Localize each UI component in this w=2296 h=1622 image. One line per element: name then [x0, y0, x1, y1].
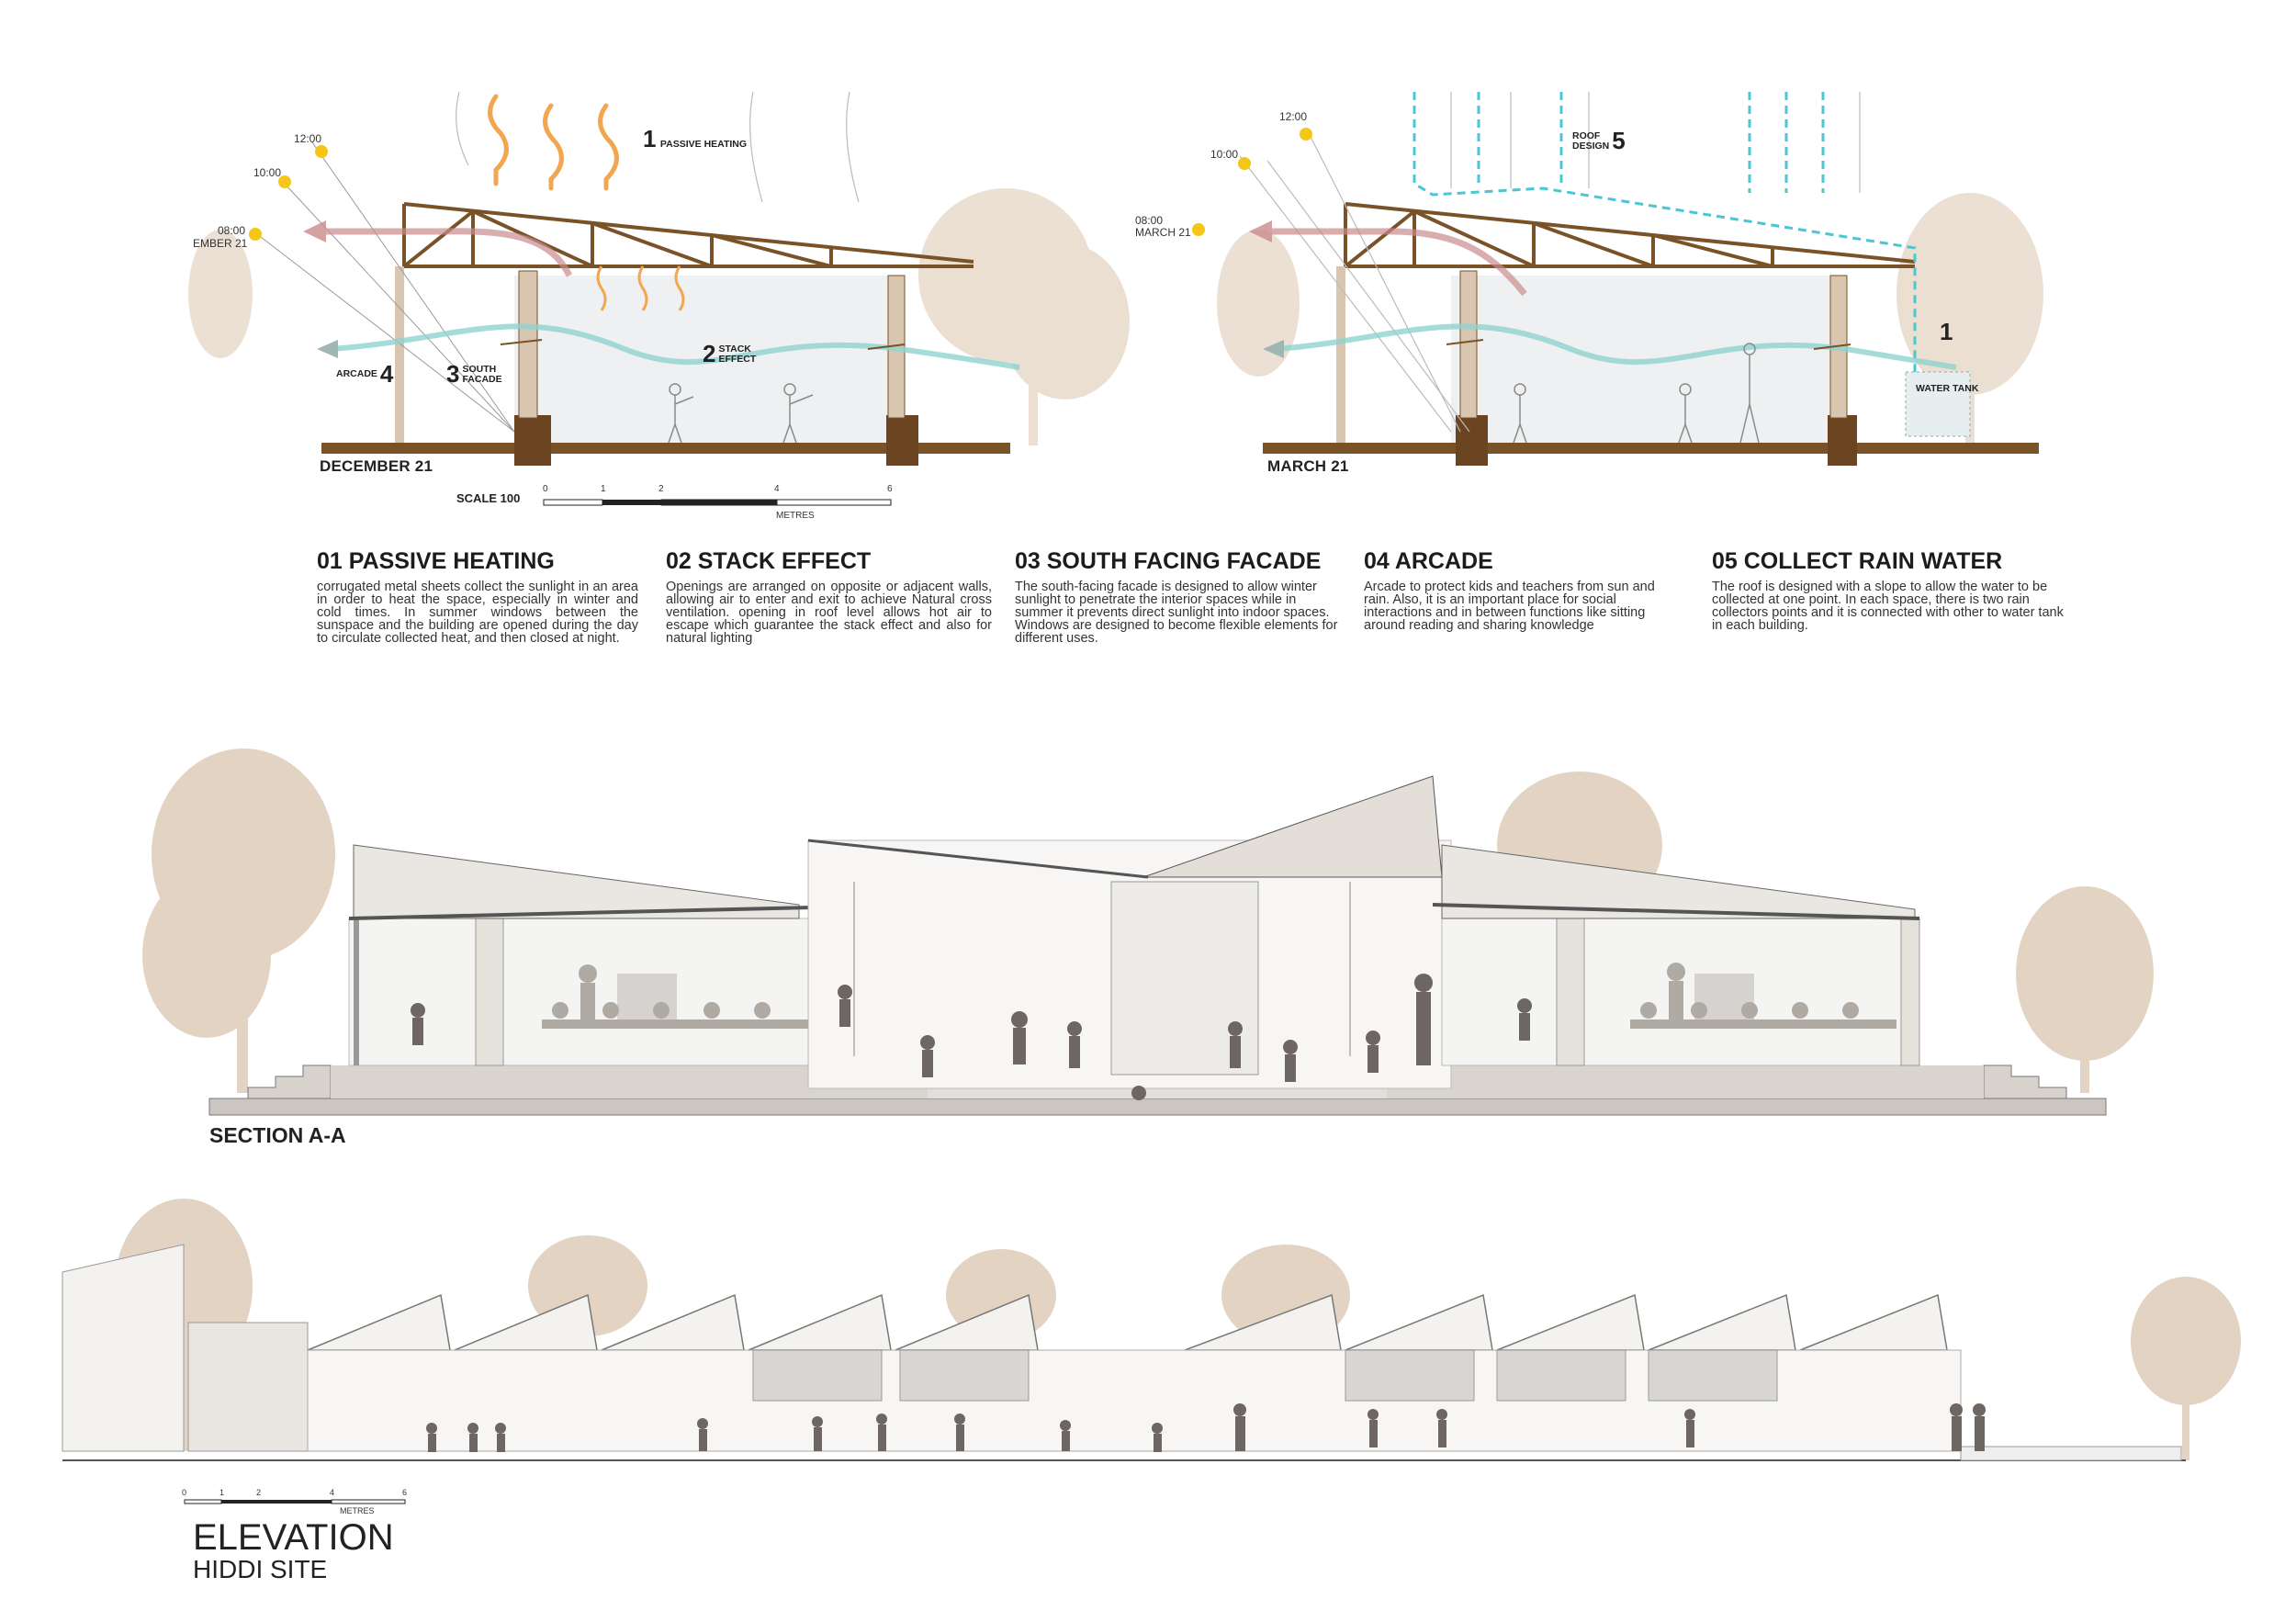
section-title: SECTION A-A [209, 1123, 346, 1147]
scale-tick: 6 [887, 484, 893, 494]
tree-background-icon [1217, 193, 2043, 445]
time-label: EMBER 21 [193, 237, 248, 250]
tree-background-icon [188, 188, 1130, 445]
elevation-title: ELEVATION [193, 1517, 394, 1558]
scale-tick: 1 [219, 1488, 225, 1497]
strategy-title: 01 PASSIVE HEATING [317, 548, 555, 574]
scale-tick: 0 [543, 484, 548, 494]
water-tank-label: WATER TANK [1916, 383, 1979, 394]
strategy-text: The south-facing facade is designed to a… [1015, 580, 1338, 646]
date-label: DECEMBER 21 [320, 457, 433, 475]
strategy-text: The roof is designed with a slope to all… [1712, 580, 2064, 633]
strategy-title: 03 SOUTH FACING FACADE [1015, 548, 1322, 574]
strategy-text: Arcade to protect kids and teachers from… [1364, 580, 1655, 633]
scale-label: SCALE 100 [456, 491, 521, 505]
time-label: 10:00 [253, 166, 282, 179]
strategy-title: 04 ARCADE [1364, 548, 1493, 574]
callout-arcade: ARCADE 4 [336, 360, 394, 388]
elevation-subtitle: HIDDI SITE [193, 1555, 328, 1583]
scale-tick: 4 [330, 1488, 335, 1497]
scale-tick: 2 [658, 484, 664, 494]
time-label: MARCH 21 [1135, 226, 1191, 239]
scale-tick: 0 [182, 1488, 187, 1497]
time-label: 12:00 [1279, 110, 1308, 123]
strategy-text: Openings are arranged on opposite or adj… [666, 580, 992, 646]
elevation-scale-bar [184, 1499, 406, 1504]
strategy-title: 05 COLLECT RAIN WATER [1712, 548, 2003, 574]
time-label: 12:00 [294, 132, 322, 145]
scale-bar [543, 499, 892, 506]
date-label: MARCH 21 [1267, 457, 1349, 475]
scale-tick: 6 [402, 1488, 408, 1497]
callout-passive-heating: 1 PASSIVE HEATING [643, 125, 748, 152]
callout-water-tank-number: 1 [1940, 318, 1953, 345]
scale-tick: 4 [774, 484, 780, 494]
scale-tick: 2 [256, 1488, 262, 1497]
scale-tick: 1 [601, 484, 606, 494]
strategy-title: 02 STACK EFFECT [666, 548, 872, 574]
scale-unit: METRES [340, 1506, 375, 1515]
time-label: 08:00 [1135, 214, 1164, 227]
strategy-text: corrugated metal sheets collect the sunl… [317, 580, 638, 646]
time-label: 10:00 [1210, 148, 1239, 161]
time-label: 08:00 [218, 224, 246, 237]
scale-unit: METRES [776, 511, 815, 521]
